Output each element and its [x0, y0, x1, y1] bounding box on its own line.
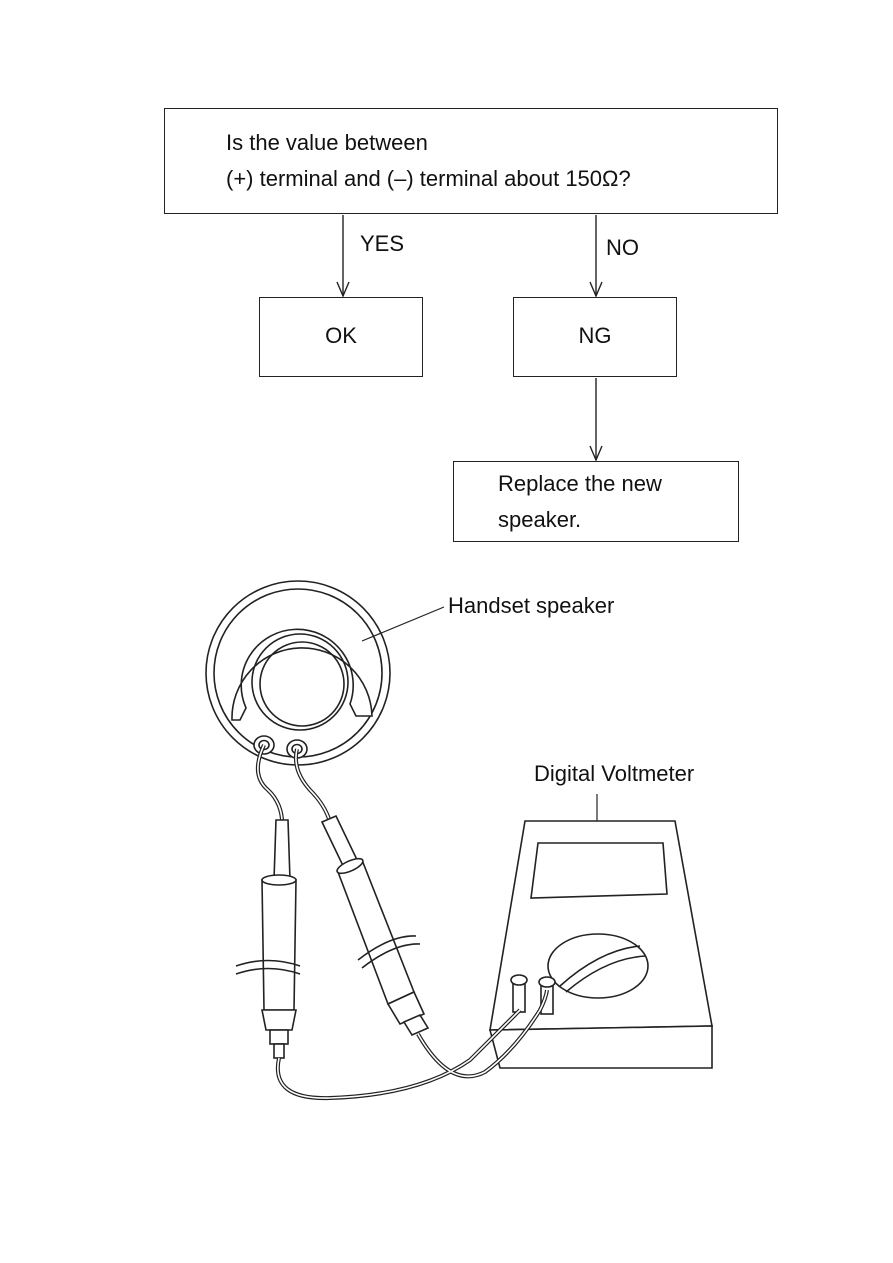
- ok-label: OK: [325, 323, 357, 348]
- left-probe-icon: [235, 819, 301, 1059]
- ng-arrowhead: [589, 445, 603, 462]
- test-leads: [256, 744, 332, 831]
- right-probe-icon: [320, 814, 430, 1037]
- speaker-leader: [361, 606, 445, 642]
- action-box: [453, 461, 739, 542]
- speaker-label: Handset speaker: [448, 593, 615, 618]
- question-line-2: (+) terminal and (–) terminal about 150Ω…: [226, 166, 631, 191]
- speaker-icon: [205, 580, 391, 766]
- yes-label: YES: [360, 231, 405, 256]
- action-line-2: speaker.: [498, 507, 582, 532]
- action-line-1: Replace the new: [498, 471, 662, 496]
- no-label: NO: [606, 235, 639, 260]
- voltmeter-icon: [488, 820, 713, 1069]
- ng-label: NG: [578, 323, 612, 348]
- meter-label: Digital Voltmeter: [534, 761, 695, 786]
- ok-box: [259, 297, 423, 377]
- yes-arrowhead: [336, 281, 350, 298]
- no-arrowhead: [589, 281, 603, 298]
- ng-box: [513, 297, 677, 377]
- question-line-1: Is the value between: [226, 130, 428, 155]
- question-box: [164, 108, 778, 214]
